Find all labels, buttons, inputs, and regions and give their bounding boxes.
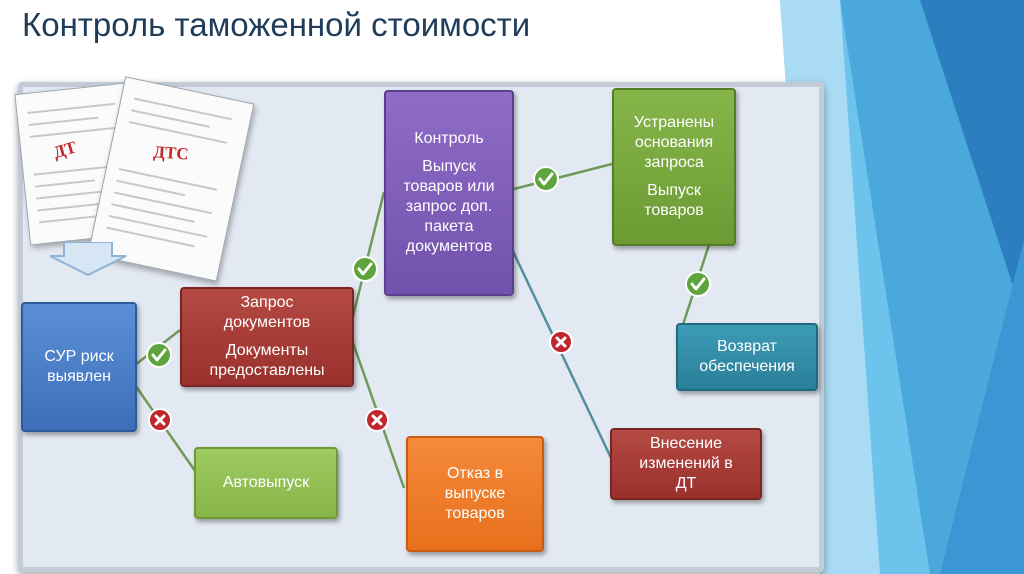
- refusal-line-3: товаров: [445, 505, 505, 522]
- request-line-3: Документы: [225, 342, 309, 359]
- changes-line-1: Внесение: [650, 435, 722, 452]
- control-line-1: Контроль: [414, 130, 484, 147]
- request-line-2: документов: [223, 314, 311, 331]
- dts-stamp: ДТС: [152, 142, 190, 164]
- sur-risk-line-1: СУР риск: [44, 348, 114, 365]
- auto-release-label: Автовыпуск: [222, 474, 310, 491]
- control-line-2: Выпуск: [422, 158, 476, 175]
- security-return-box: Возврат обеспечения: [676, 323, 818, 391]
- eliminated-line-5: товаров: [644, 202, 704, 219]
- request-documents-box: Запрос документов Документы предоставлен…: [180, 287, 354, 387]
- eliminated-line-1: Устранены: [633, 114, 715, 131]
- eliminated-line-4: Выпуск: [647, 182, 701, 199]
- refusal-box: Отказ в выпуске товаров: [406, 436, 544, 552]
- check-circle-icon: [685, 271, 711, 297]
- check-circle-icon: [352, 256, 378, 282]
- auto-release-box: Автовыпуск: [194, 447, 338, 519]
- cross-circle-icon: [549, 330, 573, 354]
- control-line-5: пакета: [424, 218, 474, 235]
- return-line-1: Возврат: [717, 338, 777, 355]
- control-line-4: запрос доп.: [405, 198, 493, 215]
- sur-risk-box: СУР риск выявлен: [21, 302, 137, 432]
- check-circle-icon: [146, 342, 172, 368]
- dt-changes-box: Внесение изменений в ДТ: [610, 428, 762, 500]
- control-line-3: товаров или: [403, 178, 495, 195]
- request-line-1: Запрос: [240, 294, 294, 311]
- refusal-line-2: выпуске: [444, 485, 506, 502]
- cross-circle-icon: [148, 408, 172, 432]
- changes-line-3: ДТ: [675, 475, 697, 492]
- grounds-eliminated-box: Устранены основания запроса Выпуск товар…: [612, 88, 736, 246]
- down-arrow-icon: [49, 242, 127, 276]
- dt-stamp: ДТ: [51, 137, 79, 163]
- changes-line-2: изменений в: [639, 455, 733, 472]
- eliminated-line-2: основания: [634, 134, 714, 151]
- control-box: Контроль Выпуск товаров или запрос доп. …: [384, 90, 514, 296]
- check-circle-icon: [533, 166, 559, 192]
- cross-circle-icon: [365, 408, 389, 432]
- request-line-4: предоставлены: [209, 362, 325, 379]
- refusal-line-1: Отказ в: [446, 465, 504, 482]
- control-line-6: документов: [405, 238, 493, 255]
- return-line-2: обеспечения: [699, 358, 795, 375]
- eliminated-line-3: запроса: [644, 154, 704, 171]
- slide-title: Контроль таможенной стоимости: [22, 6, 531, 43]
- sur-risk-line-2: выявлен: [47, 368, 111, 385]
